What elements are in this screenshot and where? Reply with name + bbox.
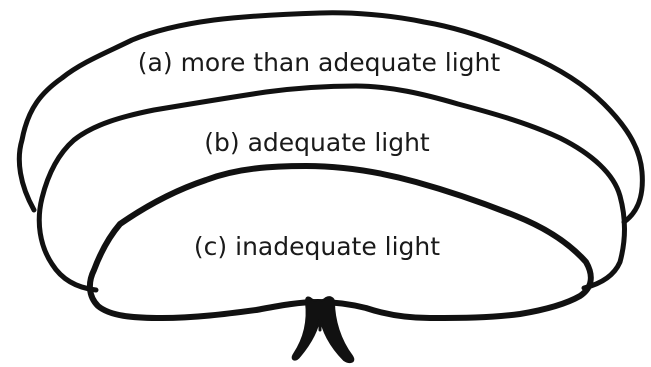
zone-b-label: (b) adequate light (204, 128, 430, 157)
zone-c-outline (86, 163, 594, 321)
tree-trunk (291, 296, 355, 364)
zone-a-outline (16, 10, 645, 225)
zone-b-outline (36, 83, 627, 293)
zone-c-label: (c) inadequate light (194, 232, 440, 261)
zone-a-label: (a) more than adequate light (138, 48, 501, 77)
